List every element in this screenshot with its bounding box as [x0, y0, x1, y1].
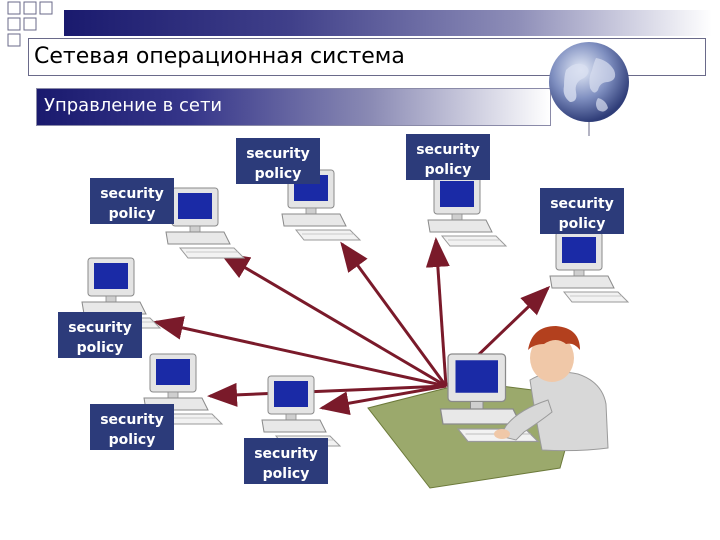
- svg-text:policy: policy: [109, 432, 156, 448]
- svg-text:security: security: [68, 320, 132, 336]
- svg-text:policy: policy: [77, 340, 124, 356]
- subtitle-bar: [36, 88, 551, 126]
- computer-icon: [427, 175, 507, 247]
- svg-text:security: security: [246, 146, 310, 162]
- svg-text:security: security: [254, 446, 318, 462]
- svg-text:security: security: [100, 186, 164, 202]
- svg-text:policy: policy: [109, 206, 156, 222]
- svg-text:policy: policy: [425, 162, 472, 178]
- computer-icon: [165, 187, 245, 259]
- slide-subtitle: Управление в сети: [44, 95, 223, 116]
- computer-icon: [261, 375, 341, 447]
- security-policy-label: security policy: [90, 404, 174, 450]
- security-policy-label: security policy: [244, 438, 328, 484]
- decorative-squares: [7, 1, 53, 47]
- security-policy-label: security policy: [236, 138, 320, 184]
- security-policy-label: security policy: [90, 178, 174, 224]
- svg-text:policy: policy: [263, 466, 310, 482]
- svg-text:policy: policy: [255, 166, 302, 182]
- svg-text:policy: policy: [559, 216, 606, 232]
- security-policy-label: security policy: [58, 312, 142, 358]
- security-policy-label: security policy: [406, 134, 490, 180]
- computer-icon: [549, 231, 629, 303]
- slide-title: Сетевая операционная система: [34, 44, 405, 69]
- svg-text:security: security: [100, 412, 164, 428]
- admin-person-icon: [494, 326, 609, 452]
- svg-text:security: security: [416, 142, 480, 158]
- arrows: [153, 237, 551, 416]
- globe-icon: [549, 42, 629, 136]
- svg-text:security: security: [550, 196, 614, 212]
- title-gradient-bar: [64, 10, 712, 36]
- security-policy-label: security policy: [540, 188, 624, 234]
